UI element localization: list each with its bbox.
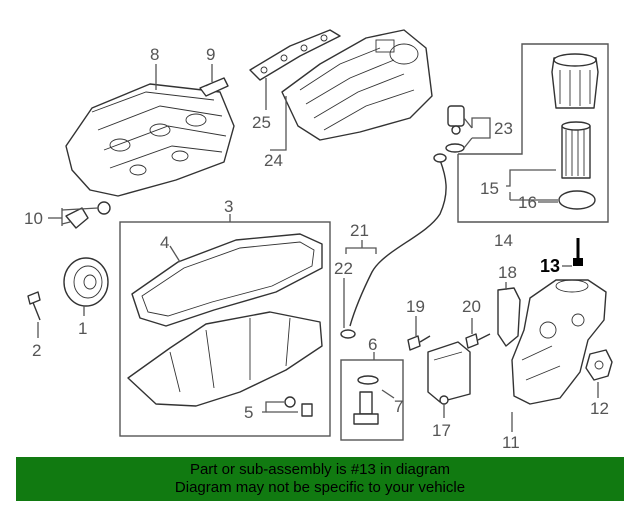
- callout-16: 16: [518, 193, 537, 212]
- seal-22-part: [340, 329, 356, 339]
- o-ring-part: [445, 143, 465, 153]
- oil-pan-part: [127, 311, 323, 407]
- callout-18: 18: [498, 263, 517, 282]
- callout-13: 13: [540, 256, 560, 276]
- callout-12: 12: [590, 399, 609, 418]
- parts-diagram: 8 9 25 24 23 10 3 4 21 22 14 15 16 13 18…: [24, 29, 613, 452]
- callout-23: 23: [494, 119, 513, 138]
- callout-9: 9: [206, 45, 215, 64]
- oil-pan-gasket-part: [131, 233, 323, 327]
- callout-15: 15: [480, 179, 499, 198]
- cylinder-head-part: [65, 83, 235, 197]
- callout-19: 19: [406, 297, 425, 316]
- bolt-2-part: [27, 291, 41, 321]
- notice-line-1: Part or sub-assembly is #13 in diagram: [189, 461, 451, 478]
- oil-level-sensor-part: [353, 375, 379, 425]
- oil-pan-group-box: [119, 221, 331, 437]
- bolt-13-part: [573, 238, 583, 266]
- callout-2: 2: [32, 341, 41, 360]
- callout-22: 22: [334, 259, 353, 278]
- sensor-part: [199, 77, 229, 97]
- oil-cooler-part: [427, 341, 471, 405]
- callout-24: 24: [264, 151, 283, 170]
- leader-lines: [37, 64, 599, 432]
- callout-8: 8: [150, 45, 159, 64]
- callout-1: 1: [78, 319, 87, 338]
- oil-filter-housing-cap-part: [551, 53, 599, 109]
- notice-line-2: Diagram may not be specific to your vehi…: [174, 479, 466, 496]
- oil-filter-housing-part: [511, 279, 607, 405]
- callout-17: 17: [432, 421, 451, 440]
- callout-5: 5: [244, 403, 253, 422]
- filter-o-ring-part: [558, 190, 596, 210]
- gasket-18-part: [497, 287, 521, 347]
- callout-7: 7: [394, 397, 403, 416]
- callout-10: 10: [24, 209, 43, 228]
- pulley-part: [63, 257, 109, 307]
- callout-21: 21: [350, 221, 369, 240]
- bolt-19-part: [407, 335, 431, 351]
- intake-gasket-part: [249, 29, 341, 81]
- callout-6: 6: [368, 335, 377, 354]
- intake-manifold-part: [281, 29, 433, 141]
- fitting-10-part: [65, 201, 111, 229]
- callout-11: 11: [502, 433, 520, 452]
- oil-filter-element-part: [561, 121, 591, 179]
- gasket-12-part: [585, 349, 613, 381]
- callout-20: 20: [462, 297, 481, 316]
- callout-3: 3: [224, 197, 233, 216]
- drain-plug-part: [284, 396, 313, 417]
- oil-level-sensor-group-box: [340, 359, 404, 441]
- dipstick-tube-part: [349, 153, 447, 327]
- sensor-23-part: [447, 105, 465, 135]
- bolt-20-part: [465, 333, 491, 349]
- oil-filter-group-box: [457, 43, 609, 223]
- diagram-notice-banner: Part or sub-assembly is #13 in diagram D…: [16, 457, 624, 501]
- callout-14: 14: [494, 231, 513, 250]
- callout-25: 25: [252, 113, 271, 132]
- callout-4: 4: [160, 233, 169, 252]
